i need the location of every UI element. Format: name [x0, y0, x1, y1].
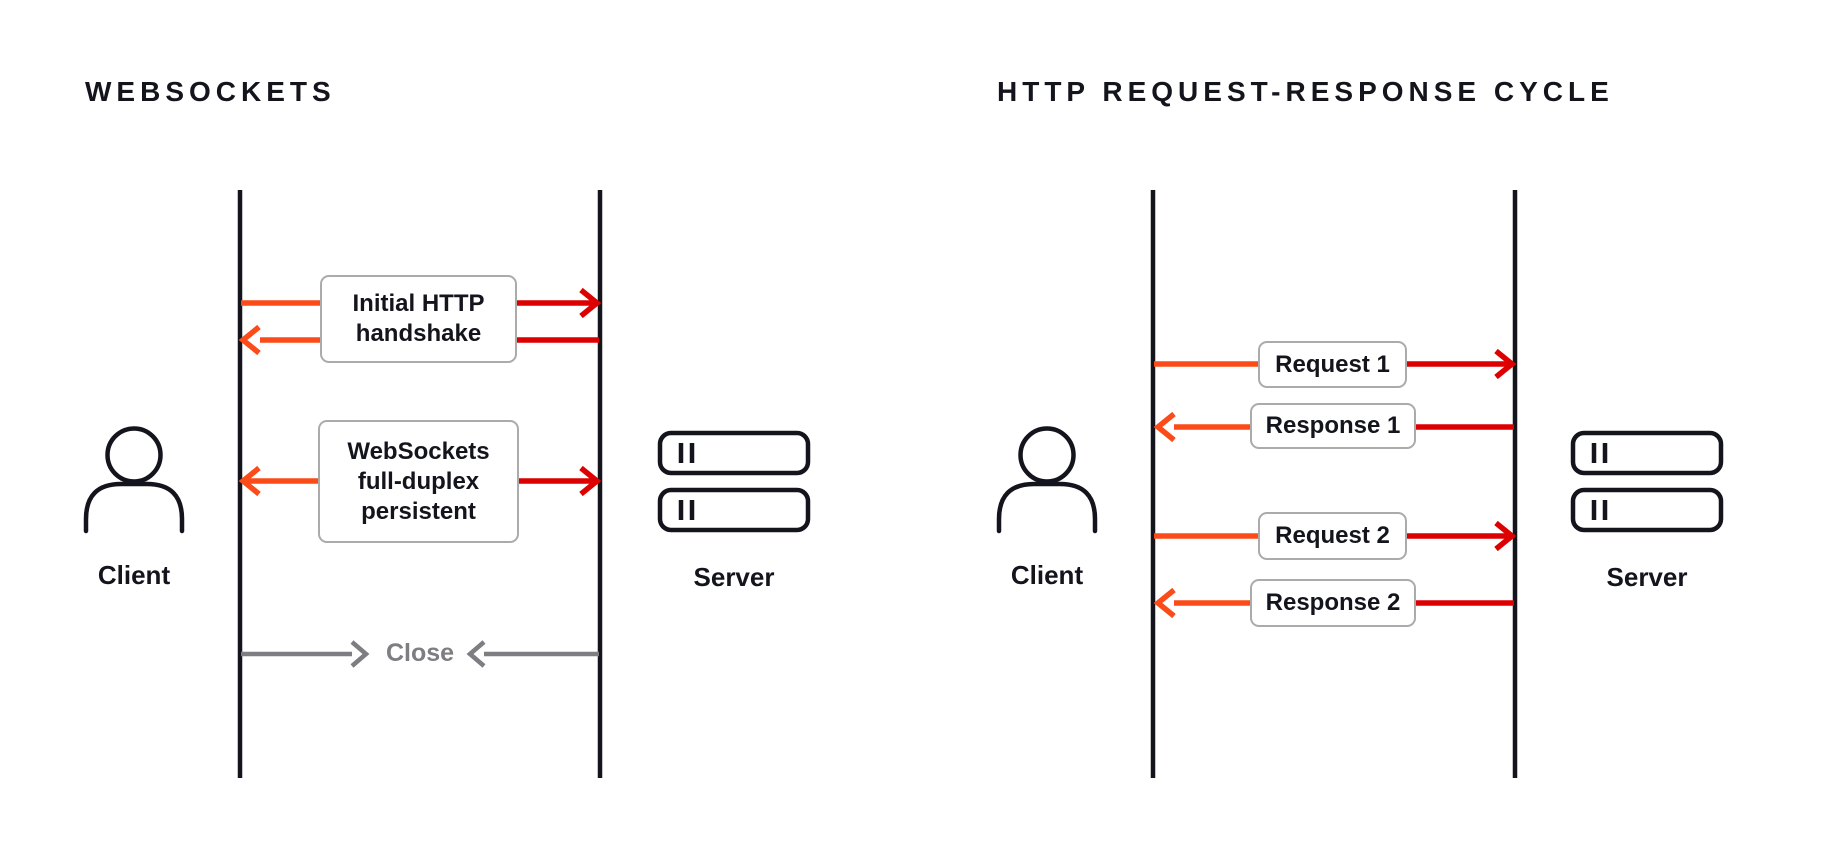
server-rack-icon — [657, 430, 811, 533]
request-2-box: Request 2 — [1258, 512, 1407, 560]
arrowhead-left-icon — [1153, 587, 1176, 619]
arrowhead-left-icon — [466, 640, 486, 668]
client-person-icon — [996, 426, 1098, 534]
http-cycle-title: HTTP REQUEST-RESPONSE CYCLE — [997, 76, 1614, 107]
websockets-title: WEBSOCKETS — [85, 76, 336, 107]
arrowhead-right-icon — [350, 640, 370, 668]
request-1-box: Request 1 — [1258, 341, 1407, 388]
http-server-label: Server — [1606, 562, 1688, 592]
response-1-arrow — [1153, 411, 1514, 443]
server-rack-icon — [1570, 430, 1724, 533]
handshake-request-arrow — [241, 287, 602, 319]
handshake-message-box: Initial HTTP handshake — [320, 275, 517, 363]
arrowhead-right-icon — [579, 287, 602, 319]
arrowhead-right-icon — [579, 465, 602, 497]
arrowhead-right-icon — [1494, 348, 1517, 380]
handshake-response-arrow — [238, 324, 599, 356]
client-person-icon — [83, 426, 185, 534]
arrowhead-left-icon — [1153, 411, 1176, 443]
http-client-label: Client — [1010, 560, 1084, 590]
response-2-arrow — [1153, 587, 1514, 619]
duplex-bidirectional-arrow — [238, 465, 602, 497]
duplex-message-box: WebSockets full-duplex persistent — [318, 420, 519, 543]
websockets-server-label: Server — [693, 562, 775, 592]
close-converging-arrows — [241, 640, 599, 668]
arrowhead-left-icon — [238, 324, 261, 356]
close-label: Close — [385, 639, 455, 667]
response-2-box: Response 2 — [1250, 579, 1416, 627]
response-1-box: Response 1 — [1250, 403, 1416, 449]
websockets-client-label: Client — [97, 560, 171, 590]
arrowhead-right-icon — [1494, 520, 1517, 552]
arrowhead-left-icon — [238, 465, 261, 497]
request-2-arrow — [1154, 520, 1517, 552]
request-1-arrow — [1154, 348, 1517, 380]
